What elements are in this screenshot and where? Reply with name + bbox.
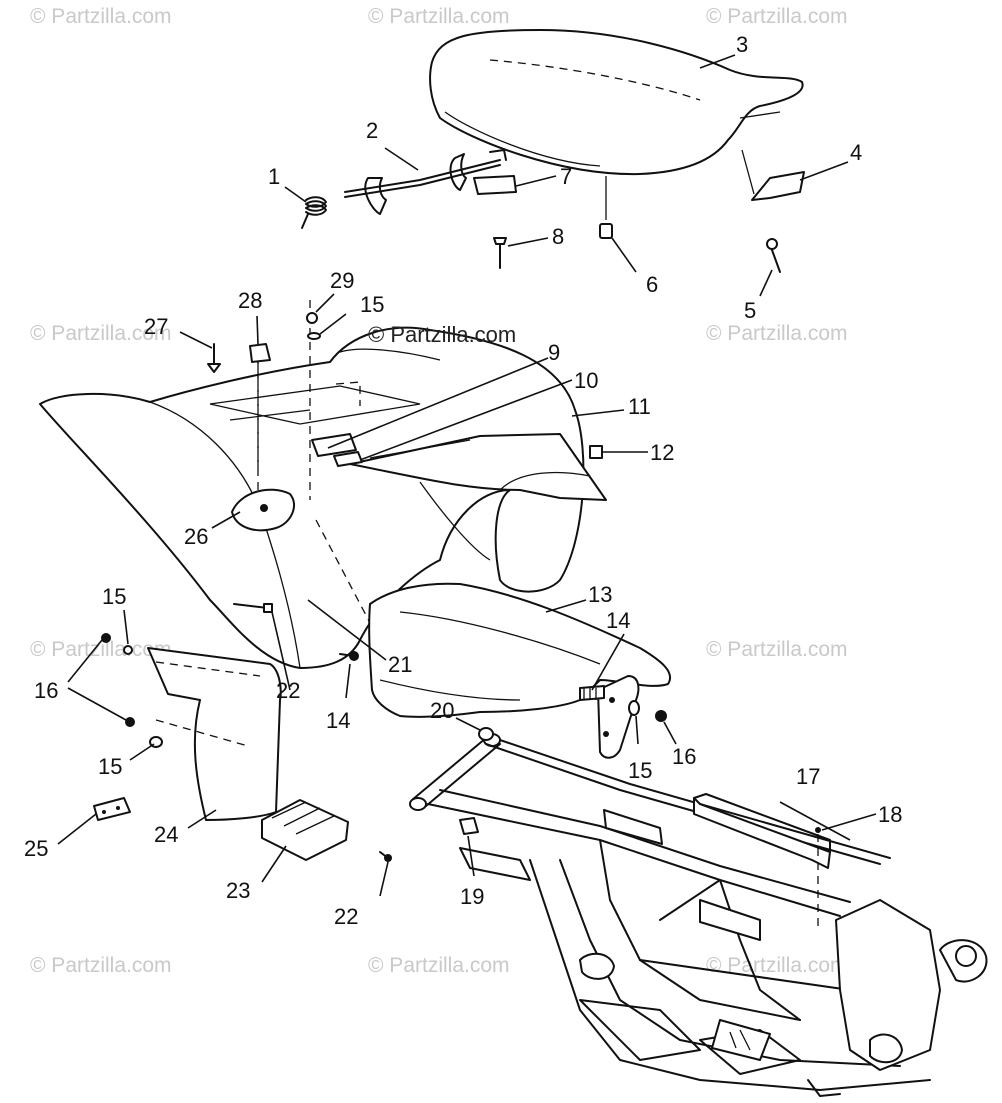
callout-label: 13 [588, 582, 612, 607]
watermark: © Partzilla.com [30, 322, 172, 345]
callout-label: 27 [144, 314, 168, 339]
plate-25 [93, 797, 131, 821]
clip-nut [589, 445, 603, 459]
callout-label: 28 [238, 288, 262, 313]
latch-rod [344, 149, 507, 215]
bolt-18 [815, 827, 821, 930]
mud-flap [147, 647, 282, 821]
bracket-19 [459, 817, 479, 835]
watermark: © Partzilla.com [30, 954, 172, 977]
callout-label: 5 [744, 298, 756, 323]
callout-label: 23 [226, 878, 250, 903]
callout-label: 9 [548, 340, 560, 365]
frame [409, 733, 988, 1097]
watermark: © Partzilla.com [706, 954, 848, 977]
watermark: © Partzilla.com [706, 322, 848, 345]
callout-label: 25 [24, 836, 48, 861]
callout-label: 16 [672, 744, 696, 769]
callout-label: 10 [574, 368, 598, 393]
callout-label: 7 [560, 164, 572, 189]
callout-label: 24 [154, 822, 178, 847]
callout-label: 15 [360, 292, 384, 317]
callout-label: 22 [276, 678, 300, 703]
nut [655, 710, 667, 722]
callout-label: 1 [268, 164, 280, 189]
watermark: © Partzilla.com [706, 638, 848, 661]
screw-22 [379, 851, 392, 862]
mount-bracket [261, 799, 349, 861]
watermark-featured: © Partzilla.com [368, 322, 516, 347]
callout-label: 21 [388, 652, 412, 677]
watermark: © Partzilla.com [368, 5, 510, 28]
watermark: © Partzilla.com [368, 954, 510, 977]
grommet [249, 343, 271, 470]
callout-label: 12 [650, 440, 674, 465]
callout-label: 3 [736, 32, 748, 57]
bracket [741, 149, 805, 201]
watermark: © Partzilla.com [706, 5, 848, 28]
flap-bracket [597, 675, 640, 759]
seat [429, 29, 804, 176]
cap-20 [478, 727, 494, 741]
leader-lines [57, 54, 877, 897]
latch-spring [301, 196, 327, 229]
watermark: © Partzilla.com [30, 638, 172, 661]
fender-liner [368, 582, 671, 718]
callout-label: 16 [34, 678, 58, 703]
callout-labels: 1 2 3 4 5 6 7 8 9 10 11 12 13 14 14 15 1… [24, 32, 902, 929]
callout-label: 29 [330, 268, 354, 293]
callout-label: 22 [334, 904, 358, 929]
screw [493, 237, 507, 269]
callout-label: 15 [98, 754, 122, 779]
callout-label: 20 [430, 698, 454, 723]
callout-label: 14 [326, 708, 350, 733]
callout-label: 26 [184, 524, 208, 549]
callout-label: 4 [850, 140, 862, 165]
spacer-bolt [579, 685, 605, 701]
callout-label: 14 [606, 608, 630, 633]
fastener [766, 238, 781, 273]
callout-label: 18 [878, 802, 902, 827]
screws-21 [233, 603, 359, 661]
watermark: © Partzilla.com [30, 5, 172, 28]
frame-brace [693, 793, 831, 869]
callout-label: 2 [366, 118, 378, 143]
callout-label: 17 [796, 764, 820, 789]
callout-label: 15 [628, 758, 652, 783]
washer [628, 700, 640, 716]
bolt [306, 312, 321, 340]
fender-patch [231, 488, 295, 532]
callout-label: 11 [628, 394, 651, 419]
callout-label: 8 [552, 224, 564, 249]
callout-label: 6 [646, 272, 658, 297]
callout-label: 19 [460, 884, 484, 909]
callout-label: 15 [102, 584, 126, 609]
bumper [599, 176, 613, 239]
seat-plate [473, 175, 517, 195]
push-rivet [207, 343, 221, 373]
